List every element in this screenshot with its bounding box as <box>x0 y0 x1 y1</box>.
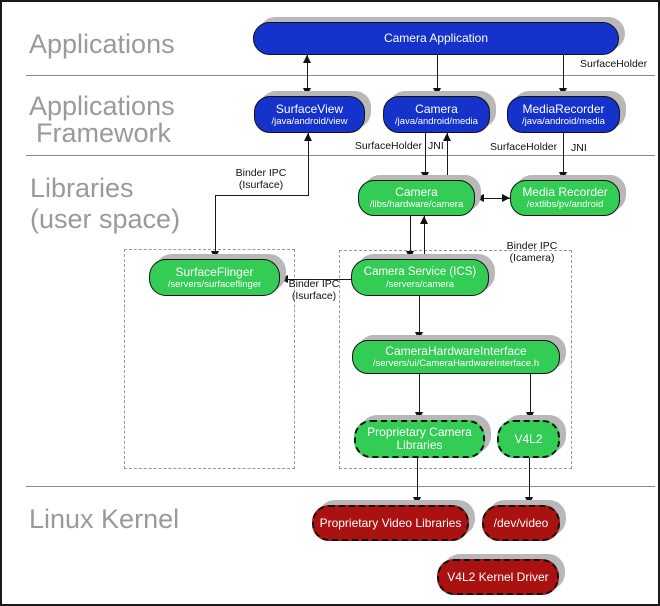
edge-surfaceview-binder-horizontal <box>215 195 309 196</box>
node-title: Media Recorder <box>522 185 608 199</box>
node-subtitle: /extlibs/pv/android <box>526 199 604 210</box>
node-title: Camera <box>395 185 438 199</box>
label-surfaceholder-top: SurfaceHolder <box>580 58 648 70</box>
node-media-recorder-native: Media Recorder /extlibs/pv/android <box>510 180 620 216</box>
node-camera-application: Camera Application <box>253 22 619 55</box>
node-camera-java: Camera /java/android/media <box>383 96 490 133</box>
node-title: Proprietary Video Libraries <box>319 515 462 530</box>
edge-camera-native-to-service <box>410 216 411 259</box>
layer-label-linux-kernel: Linux Kernel <box>29 504 180 534</box>
node-title: Camera Application <box>383 31 489 45</box>
arrowhead-left-surfaceflinger <box>280 275 288 283</box>
node-title: V4L2 <box>514 431 543 446</box>
node-v4l2: V4L2 <box>497 420 560 458</box>
label-line: Binder IPC <box>506 240 558 252</box>
node-title: /dev/video <box>493 515 549 530</box>
arrowhead-down-surfaceflinger <box>211 251 219 259</box>
arrowhead-up-camera-java <box>443 133 451 141</box>
node-camera-service: Camera Service (ICS) /servers/camera <box>351 259 489 296</box>
arrowhead-down-pvl <box>413 497 421 505</box>
node-title: CameraHardwareInterface <box>385 344 527 358</box>
node-title: Camera Service (ICS) <box>363 265 477 278</box>
arrowhead-down-devvideo <box>525 497 533 505</box>
arrowhead-up-surfaceview <box>304 133 312 141</box>
arrowhead-down-camera-service <box>406 251 414 259</box>
arrowhead-right-media-recorder-native <box>502 194 510 202</box>
layer-label-framework-line2: Framework <box>36 118 172 148</box>
edge-app-surfaceview <box>307 55 308 96</box>
node-title: Camera <box>415 101 458 116</box>
arrowhead-up-camera-native <box>420 216 428 224</box>
edge-camera-mediarecorder-native <box>476 198 510 199</box>
edge-chi-pcl <box>419 374 420 420</box>
node-subtitle: /servers/surfaceflinger <box>167 278 262 290</box>
edge-pcl-pvl <box>417 458 418 505</box>
label-binder-ipc-isurface-top: Binder IPC (Isurface) <box>216 167 306 191</box>
arrowhead-down-pcl <box>415 412 423 420</box>
node-title: MediaRecorder <box>522 101 605 116</box>
label-surfaceholder-camera: SurfaceHolder <box>354 140 422 152</box>
edge-app-mediarecorder-java <box>563 55 564 96</box>
edge-v4l2-devvideo <box>529 458 530 505</box>
layer-separator-1 <box>26 75 655 76</box>
layer-label-framework-line1: Applications <box>29 91 175 121</box>
layer-label-applications: Applications <box>29 29 175 59</box>
label-line: Binder IPC <box>235 167 287 179</box>
edge-camera-native-to-java <box>447 133 448 180</box>
node-title: V4L2 Kernel Driver <box>447 569 549 584</box>
node-subtitle: /java/android/media <box>522 115 605 127</box>
edge-camera-service-surfaceflinger <box>280 279 351 280</box>
edge-chi-v4l2 <box>530 374 531 420</box>
label-jni-camera: JNI <box>428 140 444 152</box>
node-surfaceflinger: SurfaceFlinger /servers/surfaceflinger <box>149 259 280 296</box>
arrowhead-left-camera-native <box>476 194 484 202</box>
layer-label-libraries-line1: Libraries <box>30 173 134 203</box>
node-subtitle: /java/android/view <box>271 115 348 127</box>
layer-separator-3 <box>26 486 655 487</box>
arrowhead-up-app-surfaceview <box>303 55 311 63</box>
node-subtitle: /libs/hardware/camera <box>369 199 464 210</box>
arrowhead-down-app-camera-java <box>433 88 441 96</box>
dashed-group-camera-service <box>339 250 572 469</box>
edge-camera-java-to-native <box>425 133 426 180</box>
edge-camera-service-to-native <box>424 216 425 259</box>
label-jni-media: JNI <box>571 142 587 154</box>
label-line: (Isurface) <box>238 179 284 191</box>
node-dev-video: /dev/video <box>482 505 560 541</box>
label-surfaceholder-media: SurfaceHolder <box>490 141 558 153</box>
node-surfaceview: SurfaceView /java/android/view <box>254 96 365 133</box>
arrowhead-down-media-recorder-native <box>559 172 567 180</box>
node-subtitle: /servers/ui/CameraHardwareInterface.h <box>372 358 540 369</box>
node-title: Proprietary Camera Libraries <box>367 425 472 452</box>
arrowhead-down-app-mediarecorder-java <box>559 88 567 96</box>
node-proprietary-video-libraries: Proprietary Video Libraries <box>312 505 469 541</box>
node-v4l2-kernel-driver: V4L2 Kernel Driver <box>437 559 559 595</box>
node-title: SurfaceView <box>275 101 344 116</box>
edge-app-camera-java <box>437 55 438 96</box>
arrowhead-down-chi <box>415 332 423 340</box>
label-binder-ipc-icamera: Binder IPC (Icamera) <box>500 240 564 264</box>
edge-mediarecorder-java-to-native <box>563 133 564 180</box>
dashed-group-surfaceflinger <box>124 249 295 469</box>
label-line: Binder IPC <box>288 278 340 290</box>
arrowhead-down-app-surfaceview <box>303 88 311 96</box>
arrowhead-down-v4l2 <box>526 412 534 420</box>
arrowhead-down-camera-native <box>421 172 429 180</box>
layer-separator-2 <box>26 155 655 156</box>
label-line: (Isurface) <box>291 290 337 302</box>
node-subtitle: /servers/camera <box>385 278 455 290</box>
node-proprietary-camera-libraries: Proprietary Camera Libraries <box>354 420 485 458</box>
label-line: (Icamera) <box>509 252 555 264</box>
node-title: SurfaceFlinger <box>175 264 254 279</box>
edge-surfaceview-binder-vertical <box>308 133 309 195</box>
edge-service-chi <box>419 296 420 340</box>
edge-binder-to-surfaceflinger <box>215 195 216 259</box>
node-mediarecorder-java: MediaRecorder /java/android/media <box>507 96 620 133</box>
layer-label-libraries-line2: (user space) <box>30 204 181 234</box>
node-camera-hardware-interface: CameraHardwareInterface /servers/ui/Came… <box>352 340 560 374</box>
node-subtitle: /java/android/media <box>395 115 478 127</box>
label-binder-ipc-isurface-mid: Binder IPC (Isurface) <box>283 278 345 302</box>
node-camera-native: Camera /libs/hardware/camera <box>358 180 475 216</box>
